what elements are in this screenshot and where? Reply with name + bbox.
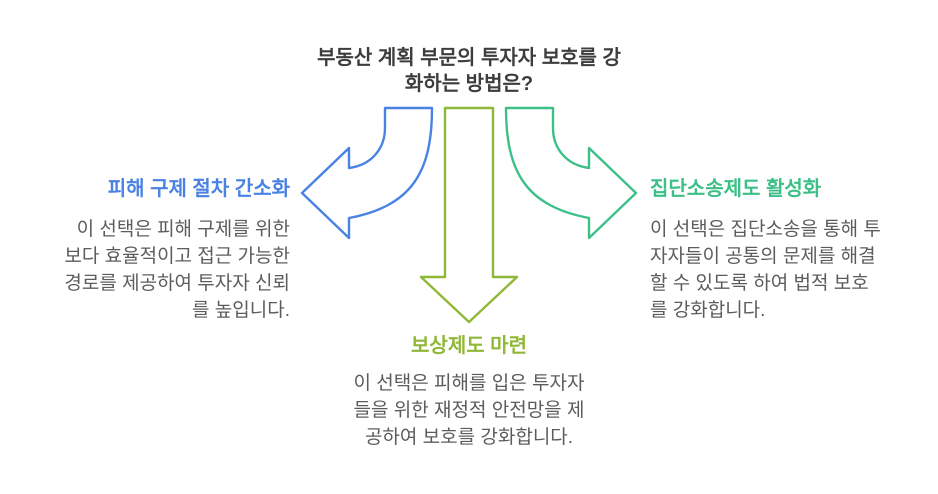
description-line: 자자들이 공통의 문제를 해결	[650, 246, 876, 267]
option-left: 피해 구제 절차 간소화 이 선택은 피해 구제를 위한 보다 효율적이고 접근…	[10, 176, 290, 324]
description-line: 보다 효율적이고 접근 가능한	[64, 246, 290, 267]
description-line: 이 선택은 피해 구제를 위한	[76, 219, 290, 240]
diagram-title-line: 화하는 방법은?	[404, 73, 534, 95]
straight-arrow-down-icon	[419, 106, 519, 324]
curved-arrow-left-icon	[300, 106, 434, 240]
description-line: 이 선택은 피해를 입은 투자자	[353, 373, 585, 394]
curved-arrow-right-icon	[504, 106, 638, 240]
description-line: 이 선택은 집단소송을 통해 투	[650, 219, 881, 240]
diagram-title-line: 부동산 계획 부문의 투자자 보호를 강	[317, 47, 621, 69]
option-bottom-description: 이 선택은 피해를 입은 투자자 들을 위한 재정적 안전망을 제 공하여 보호…	[304, 370, 634, 451]
description-line: 들을 위한 재정적 안전망을 제	[353, 400, 585, 421]
option-left-heading: 피해 구제 절차 간소화	[107, 178, 290, 200]
description-line: 공하여 보호를 강화합니다.	[364, 427, 574, 448]
description-line: 를 높입니다.	[192, 300, 290, 321]
description-line: 경로를 제공하여 투자자 신뢰	[64, 273, 290, 294]
option-bottom: 보상제도 마련 이 선택은 피해를 입은 투자자 들을 위한 재정적 안전망을 …	[304, 333, 634, 451]
option-left-description: 이 선택은 피해 구제를 위한 보다 효율적이고 접근 가능한 경로를 제공하여…	[10, 216, 290, 324]
option-right: 집단소송제도 활성화 이 선택은 집단소송을 통해 투 자자들이 공통의 문제를…	[650, 176, 930, 324]
option-right-description: 이 선택은 집단소송을 통해 투 자자들이 공통의 문제를 해결 할 수 있도록…	[650, 216, 930, 324]
option-right-heading: 집단소송제도 활성화	[650, 178, 822, 200]
description-line: 할 수 있도록 하여 법적 보호	[650, 273, 869, 294]
diagram-title: 부동산 계획 부문의 투자자 보호를 강 화하는 방법은?	[279, 45, 659, 97]
description-line: 를 강화합니다.	[650, 300, 766, 321]
option-bottom-heading: 보상제도 마련	[411, 335, 527, 357]
